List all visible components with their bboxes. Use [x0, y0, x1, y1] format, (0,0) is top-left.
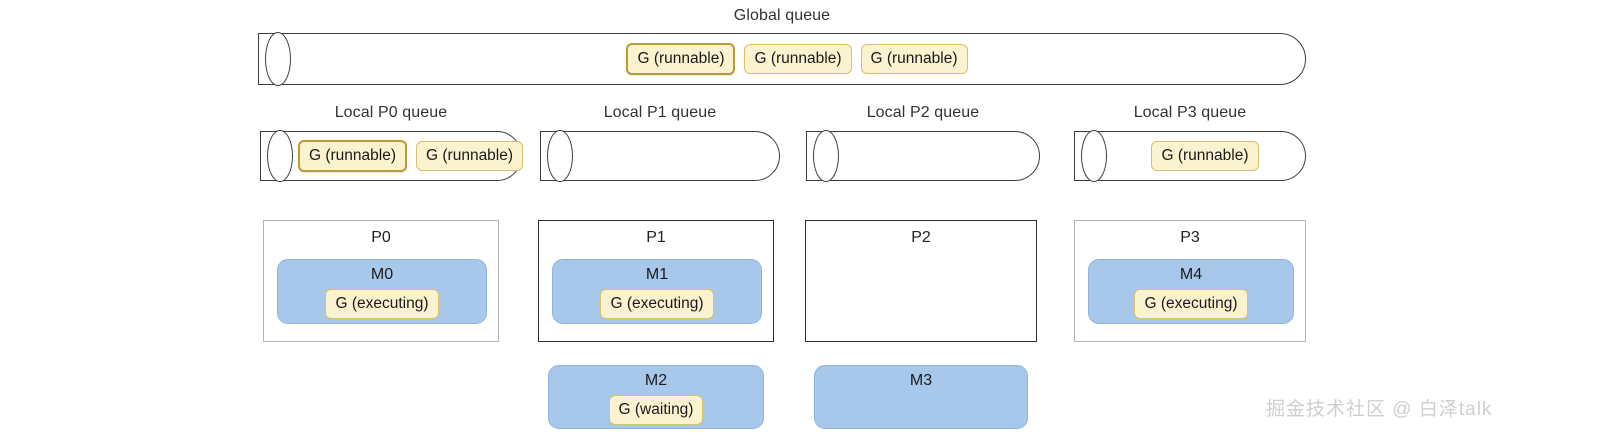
processor-label-p1: P1	[646, 229, 666, 246]
goroutine-chip[interactable]: G (executing)	[1134, 289, 1248, 319]
local-queue-p1-cylinder	[540, 130, 780, 182]
local-queue-caption-p3: Local P3 queue	[1133, 104, 1247, 121]
local-queue-p1-cap-icon	[547, 130, 573, 182]
processor-label-p2: P2	[911, 229, 931, 246]
goroutine-chip[interactable]: G (runnable)	[626, 43, 736, 75]
global-queue-items: G (runnable) G (runnable) G (runnable)	[292, 33, 1298, 85]
goroutine-chip[interactable]: G (runnable)	[860, 44, 968, 74]
local-queue-caption-p1: Local P1 queue	[603, 104, 717, 121]
local-queue-caption-p0: Local P0 queue	[334, 104, 448, 121]
machine-m4-goroutine-slot: G (executing)	[1089, 289, 1293, 319]
machine-label-m2: M2	[644, 372, 668, 389]
goroutine-chip[interactable]: G (runnable)	[416, 141, 524, 171]
machine-box-m3[interactable]: M3	[814, 365, 1028, 429]
local-queue-p1-items	[574, 131, 772, 181]
machine-m1-goroutine-slot: G (executing)	[553, 289, 761, 319]
local-queue-p0-cap-icon	[267, 130, 293, 182]
machine-m0-goroutine-slot: G (executing)	[278, 289, 486, 319]
local-queue-p2-cap-icon	[813, 130, 839, 182]
goroutine-chip[interactable]: G (runnable)	[298, 140, 408, 172]
machine-box-m0[interactable]: M0 G (executing)	[277, 259, 487, 324]
local-queue-p2-items	[840, 131, 1032, 181]
processor-label-p3: P3	[1180, 229, 1200, 246]
processor-label-p0: P0	[371, 229, 391, 246]
machine-box-m4[interactable]: M4 G (executing)	[1088, 259, 1294, 324]
local-queue-p0-cylinder: G (runnable) G (runnable)	[260, 130, 524, 182]
local-queue-p2-body	[806, 131, 1040, 181]
processor-box-p1[interactable]: P1 M1 G (executing)	[538, 220, 774, 342]
watermark-text: 掘金技术社区 @ 白泽talk	[1266, 399, 1493, 420]
goroutine-chip[interactable]: G (executing)	[325, 289, 439, 319]
machine-m2-goroutine-slot: G (waiting)	[549, 395, 763, 425]
local-queue-caption-p2: Local P2 queue	[866, 104, 980, 121]
processor-box-p0[interactable]: P0 M0 G (executing)	[263, 220, 499, 342]
goroutine-chip[interactable]: G (runnable)	[1151, 141, 1259, 171]
local-queue-p3-cylinder: G (runnable)	[1074, 130, 1306, 182]
machine-label-m1: M1	[645, 266, 669, 283]
goroutine-chip[interactable]: G (waiting)	[608, 395, 704, 425]
local-queue-p3-cap-icon	[1081, 130, 1107, 182]
goroutine-chip[interactable]: G (executing)	[600, 289, 714, 319]
local-queue-p1-body	[540, 131, 780, 181]
machine-label-m4: M4	[1179, 266, 1203, 283]
global-queue-cylinder: G (runnable) G (runnable) G (runnable)	[258, 32, 1306, 86]
local-queue-p2-cylinder	[806, 130, 1040, 182]
local-queue-p3-items: G (runnable)	[1108, 131, 1298, 181]
machine-box-m1[interactable]: M1 G (executing)	[552, 259, 762, 324]
machine-box-m2[interactable]: M2 G (waiting)	[548, 365, 764, 429]
local-queue-p0-items: G (runnable) G (runnable)	[294, 131, 524, 181]
machine-label-m0: M0	[370, 266, 394, 283]
machine-label-m3: M3	[909, 372, 933, 389]
global-queue-cap-icon	[265, 32, 291, 86]
global-queue-caption: Global queue	[733, 7, 831, 24]
processor-box-p3[interactable]: P3 M4 G (executing)	[1074, 220, 1306, 342]
processor-box-p2[interactable]: P2	[805, 220, 1037, 342]
goroutine-chip[interactable]: G (runnable)	[744, 44, 852, 74]
